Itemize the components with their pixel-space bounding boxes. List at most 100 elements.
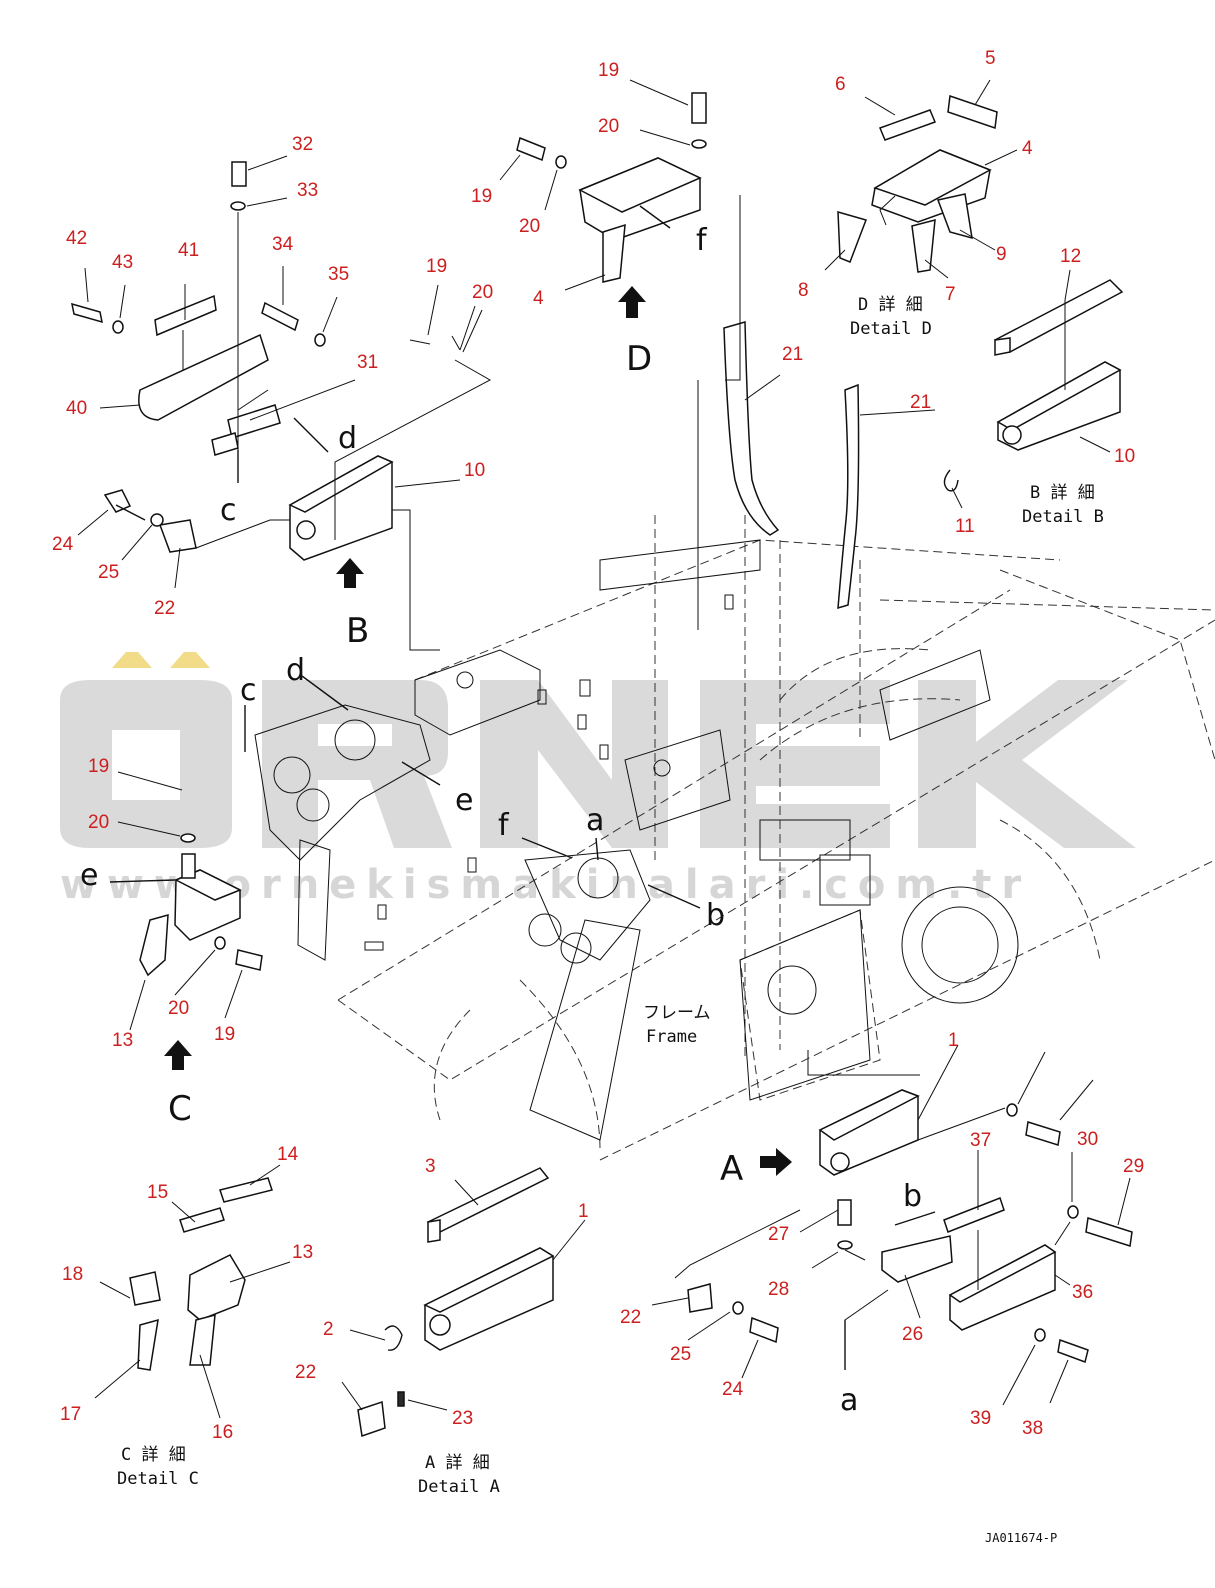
callout-9: 9 <box>996 244 1007 265</box>
arrow-b-icon <box>336 558 364 588</box>
callout-19-c-low: 19 <box>214 1024 235 1045</box>
callout-40: 40 <box>66 398 87 419</box>
view-letter-b-low: b <box>903 1179 922 1214</box>
detail-labels: D 詳 細 Detail D B 詳 細 Detail B C 詳 細 Deta… <box>117 295 1104 1545</box>
view-letter-c: C <box>168 1089 192 1129</box>
callout-31: 31 <box>357 352 378 373</box>
callout-20-mid: 20 <box>472 282 493 303</box>
callout-1-frame: 1 <box>948 1030 959 1051</box>
detail-c-jp: C 詳 細 <box>121 1445 186 1465</box>
callout-6: 6 <box>835 74 846 95</box>
detail-a-en: Detail A <box>418 1477 500 1497</box>
view-letter-f-top: f <box>696 223 708 258</box>
view-letter-c-small: c <box>220 493 237 528</box>
callout-10-b: 10 <box>464 460 485 481</box>
detail-c-parts <box>129 833 273 1371</box>
callout-32: 32 <box>292 134 313 155</box>
callout-25-a: 25 <box>670 1344 691 1365</box>
arrow-a-icon <box>760 1148 792 1176</box>
callout-38: 38 <box>1022 1418 1043 1439</box>
detail-a-parts <box>357 1167 555 1438</box>
callout-19-c-top: 19 <box>88 756 109 777</box>
callout-14: 14 <box>277 1144 299 1165</box>
callout-7: 7 <box>945 284 956 305</box>
view-letter-e-mid: e <box>455 783 473 818</box>
frame-label-en: Frame <box>646 1027 697 1047</box>
view-letter-b: B <box>346 611 369 651</box>
callout-2: 2 <box>323 1319 334 1340</box>
callout-30: 30 <box>1077 1129 1098 1150</box>
callout-13-detail-c: 13 <box>292 1242 313 1263</box>
callout-4-detail-d: 4 <box>1022 138 1033 159</box>
callout-8: 8 <box>798 280 809 301</box>
callout-21-right: 21 <box>910 392 931 413</box>
view-letter-f-mid: f <box>498 808 510 843</box>
callout-22-a: 22 <box>620 1307 641 1328</box>
callout-10-detail-b: 10 <box>1114 446 1135 467</box>
callout-29: 29 <box>1123 1156 1144 1177</box>
watermark: www.ornekismakinalari.com.tr <box>60 652 1136 908</box>
bracket-1-36-assembly <box>687 1089 1133 1363</box>
view-letter-e-left: e <box>80 858 98 893</box>
callout-20-c-top: 20 <box>88 812 109 833</box>
view-letter-c-mid: c <box>240 673 257 708</box>
view-letter-d-mid: d <box>286 653 305 688</box>
callout-41: 41 <box>178 240 199 261</box>
callout-36: 36 <box>1072 1282 1093 1303</box>
drawing-id: JA011674-P <box>985 1531 1057 1545</box>
callout-43: 43 <box>112 252 133 273</box>
bracket-4-upper-assembly <box>516 92 707 283</box>
callout-13-c: 13 <box>112 1030 133 1051</box>
callout-26: 26 <box>902 1324 923 1345</box>
callout-33: 33 <box>297 180 318 201</box>
arrow-c-icon <box>164 1040 192 1070</box>
detail-d-en: Detail D <box>850 319 932 339</box>
callout-20-top-left: 20 <box>519 216 540 237</box>
callout-35: 35 <box>328 264 349 285</box>
callout-12: 12 <box>1060 246 1081 267</box>
chute-40-assembly <box>71 161 326 470</box>
detail-b-parts <box>943 279 1124 492</box>
detail-c-en: Detail C <box>117 1469 199 1489</box>
watermark-accent-right <box>170 652 210 668</box>
callout-21-left: 21 <box>782 344 803 365</box>
machine-frame: フレーム Frame <box>254 515 1215 1161</box>
arrow-d-icon <box>618 286 646 318</box>
view-letter-a-low: a <box>840 1383 858 1418</box>
callout-28: 28 <box>768 1279 789 1300</box>
callout-numbers: 1 1 2 3 4 4 5 6 7 8 9 10 10 11 12 13 13 … <box>52 48 1144 1443</box>
view-letter-a-mid: a <box>586 803 604 838</box>
view-letter-b-mid: b <box>706 898 725 933</box>
callout-22-b: 22 <box>154 598 175 619</box>
bracket-10-assembly <box>103 455 394 561</box>
leader-lines <box>77 79 1131 1419</box>
callout-16: 16 <box>212 1422 233 1443</box>
callout-19-top-left: 19 <box>471 186 492 207</box>
detail-b-en: Detail B <box>1022 507 1104 527</box>
callout-24-a: 24 <box>722 1379 744 1400</box>
callout-23: 23 <box>452 1408 473 1429</box>
callout-20-top-right: 20 <box>598 116 619 137</box>
view-letter-d-small: d <box>338 421 357 456</box>
callout-19-mid: 19 <box>426 256 447 277</box>
callout-37: 37 <box>970 1130 991 1151</box>
detail-a-jp: A 詳 細 <box>425 1453 490 1473</box>
callout-42: 42 <box>66 228 87 249</box>
guide-21-parts <box>723 321 860 610</box>
callout-34: 34 <box>272 234 294 255</box>
callout-22-detail-a: 22 <box>295 1362 316 1383</box>
callout-27: 27 <box>768 1224 789 1245</box>
callout-11: 11 <box>955 516 975 537</box>
watermark-logo-letters <box>60 680 1136 848</box>
callout-3: 3 <box>425 1156 436 1177</box>
callout-18: 18 <box>62 1264 83 1285</box>
view-arrows <box>164 286 792 1176</box>
frame-label-jp: フレーム <box>643 1003 711 1023</box>
callout-17: 17 <box>60 1404 81 1425</box>
view-letter-d: D <box>626 339 652 379</box>
watermark-accent-left <box>112 652 152 668</box>
callout-25-b: 25 <box>98 562 119 583</box>
detail-d-jp: D 詳 細 <box>858 295 923 315</box>
